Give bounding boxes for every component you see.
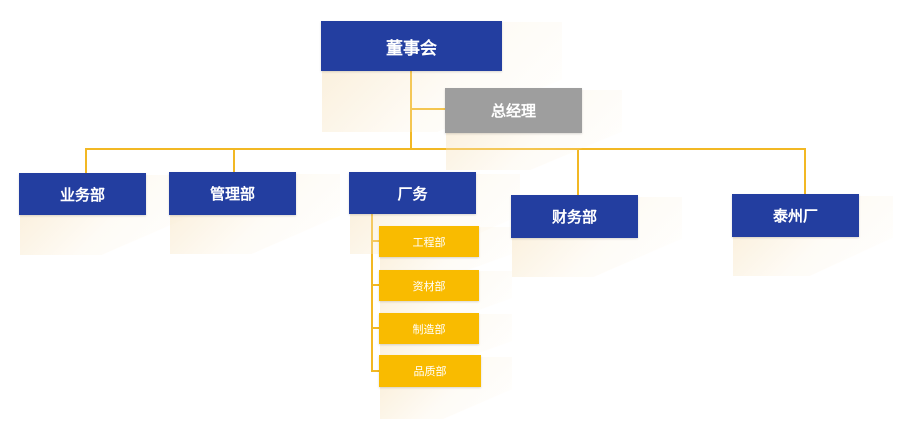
node-factory: 厂务 bbox=[349, 172, 476, 214]
connector-taizhou bbox=[804, 148, 806, 195]
node-finance: 财务部 bbox=[511, 195, 638, 238]
connector-business bbox=[85, 148, 87, 174]
connector-management bbox=[233, 148, 235, 173]
node-business: 业务部 bbox=[19, 173, 146, 215]
connector-horizontal-bus bbox=[85, 148, 805, 150]
connector-sub-4 bbox=[371, 370, 380, 372]
node-general-manager: 总经理 bbox=[445, 88, 582, 133]
connector-sub-3 bbox=[371, 327, 380, 329]
connector-factory-sub-spine bbox=[371, 213, 373, 372]
node-management: 管理部 bbox=[169, 172, 296, 215]
node-factory-sub-materials: 资材部 bbox=[379, 270, 479, 301]
node-taizhou: 泰州厂 bbox=[732, 194, 859, 237]
connector-finance bbox=[577, 148, 579, 196]
node-factory-sub-quality: 品质部 bbox=[379, 355, 481, 387]
node-chairman: 董事会 bbox=[321, 21, 502, 71]
node-factory-sub-manufacturing: 制造部 bbox=[379, 313, 479, 344]
node-factory-sub-engineering: 工程部 bbox=[379, 226, 479, 257]
connector-sub-2 bbox=[371, 284, 380, 286]
